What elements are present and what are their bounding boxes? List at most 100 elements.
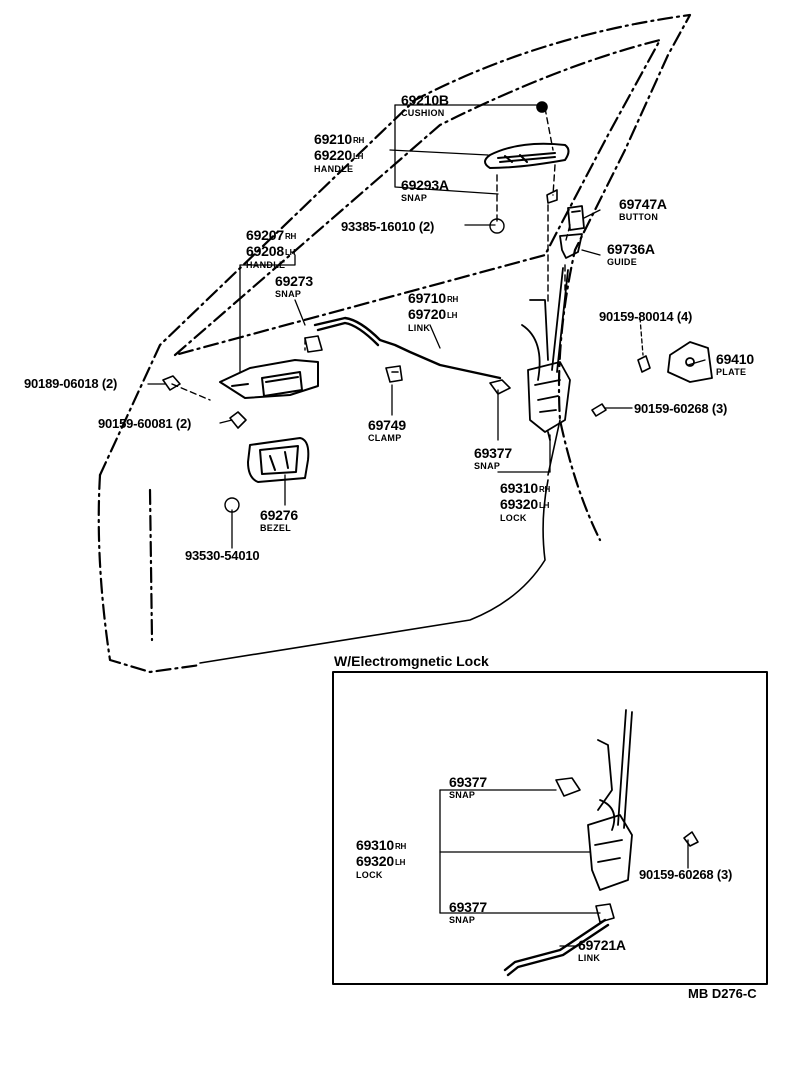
cushion-part-name: CUSHION <box>401 108 445 118</box>
plate-label: 69410 PLATE <box>716 351 754 378</box>
inset-link-label: 69721A LINK <box>578 937 626 964</box>
assembly-lines <box>171 107 571 401</box>
button-part-name: BUTTON <box>619 212 659 222</box>
screw-bezel-part-number: 93530-54010 <box>185 548 260 563</box>
inset-snap-top-part-number: 69377 <box>449 774 487 790</box>
inner-handle-number-rh: 69207 <box>246 227 284 243</box>
lh-suffix: LH <box>538 501 550 510</box>
screw-bezel-part <box>224 497 240 513</box>
inset-snap-bottom-part <box>595 903 615 923</box>
bezel-part <box>247 437 310 483</box>
inner-handle-number-lh: 69208 <box>246 243 284 259</box>
guide-part-name: GUIDE <box>607 257 638 267</box>
bezel-part-number: 69276 <box>260 507 298 523</box>
inset-screw-label: 90159-60268 (3) <box>639 867 732 882</box>
inset-title: W/Electromgnetic Lock <box>334 653 489 669</box>
inset-lock-part-name: LOCK <box>356 870 383 880</box>
rh-suffix: RH <box>352 136 365 145</box>
bezel-label: 69276 BEZEL <box>260 507 298 534</box>
lh-suffix: LH <box>284 248 296 257</box>
inset-snap-bottom-label: 69377 SNAP <box>449 899 487 926</box>
link-number-rh: 69710 <box>408 290 446 306</box>
plate-part-number: 69410 <box>716 351 754 367</box>
button-label: 69747A BUTTON <box>619 196 667 223</box>
inset-link-rod <box>503 918 610 977</box>
rh-suffix: RH <box>538 485 551 494</box>
snap-outer-label: 69293A SNAP <box>401 177 449 204</box>
screw-left-part <box>229 411 247 429</box>
cushion-part-number: 69210B <box>401 92 449 108</box>
nut-left-part <box>162 375 181 391</box>
lh-suffix: LH <box>352 152 364 161</box>
inner-handle <box>219 359 319 399</box>
snap-lock-part-name: SNAP <box>474 461 501 471</box>
clamp-part-number: 69749 <box>368 417 406 433</box>
link-number-lh: 69720 <box>408 306 446 322</box>
screw-plate-part <box>637 355 651 373</box>
cushion-label: 69210B CUSHION <box>401 92 449 119</box>
lock-part-name: LOCK <box>500 513 527 523</box>
screw-lock-part <box>591 403 607 417</box>
clamp-part <box>385 365 403 383</box>
snap-lock-part-number: 69377 <box>474 445 512 461</box>
outer-handle-number-rh: 69210 <box>314 131 352 147</box>
screw-left-label: 90159-60081 (2) <box>98 416 191 431</box>
lock-number-rh: 69310 <box>500 480 538 496</box>
inset-link-part-name: LINK <box>578 953 601 963</box>
snap-inner-part-number: 69273 <box>275 273 313 289</box>
guide-label: 69736A GUIDE <box>607 241 655 268</box>
clamp-label: 69749 CLAMP <box>368 417 406 444</box>
inner-handle-part-name: HANDLE <box>246 260 286 270</box>
nut-left-label: 90189-06018 (2) <box>24 376 117 391</box>
guide-part <box>559 233 583 259</box>
inner-handle-label: 69207RH 69208LH HANDLE <box>246 227 297 271</box>
inset-lock-assembly <box>587 709 633 891</box>
inset-snap-top-label: 69377 SNAP <box>449 774 487 801</box>
leader-lines <box>147 104 706 549</box>
inset-snap-top-part <box>555 777 581 797</box>
snap-outer-part-number: 69293A <box>401 177 449 193</box>
snap-inner-part-name: SNAP <box>275 289 302 299</box>
outer-handle-number-lh: 69220 <box>314 147 352 163</box>
door-outline <box>97 13 692 674</box>
screw-outer-label: 93385-16010 (2) <box>341 219 434 234</box>
drawing-code: MB D276-C <box>688 986 757 1001</box>
inset-lock-number-lh: 69320 <box>356 853 394 869</box>
lh-suffix: LH <box>394 858 406 867</box>
button-part <box>567 205 585 231</box>
screw-outer-part-number: 93385-16010 (2) <box>341 219 435 234</box>
link-rod <box>313 316 502 380</box>
outer-handle-label: 69210RH 69220LH HANDLE <box>314 131 365 175</box>
nut-left-part-number: 90189-06018 (2) <box>24 376 118 391</box>
inset-snap-bottom-part-number: 69377 <box>449 899 487 915</box>
plate-part <box>667 341 713 383</box>
plate-part-name: PLATE <box>716 367 747 377</box>
snap-inner-label: 69273 SNAP <box>275 273 313 300</box>
inset-lock-number-rh: 69310 <box>356 837 394 853</box>
button-part-number: 69747A <box>619 196 667 212</box>
screw-lock-part-number: 90159-60268 (3) <box>634 401 728 416</box>
screw-plate-label: 90159-80014 (4) <box>599 309 692 324</box>
inset-leader-lines <box>439 789 689 947</box>
rh-suffix: RH <box>284 232 297 241</box>
bezel-part-name: BEZEL <box>260 523 292 533</box>
rh-suffix: RH <box>394 842 407 851</box>
screw-left-part-number: 90159-60081 (2) <box>98 416 192 431</box>
screw-bezel-label: 93530-54010 <box>185 548 260 563</box>
snap-lock-label: 69377 SNAP <box>474 445 512 472</box>
screw-outer-part <box>489 218 505 234</box>
lock-number-lh: 69320 <box>500 496 538 512</box>
screw-lock-label: 90159-60268 (3) <box>634 401 727 416</box>
inset-screw-part-number: 90159-60268 (3) <box>639 867 733 882</box>
lh-suffix: LH <box>446 311 458 320</box>
outer-handle-part-name: HANDLE <box>314 164 354 174</box>
inset-screw-part <box>683 831 699 847</box>
cushion-part <box>536 101 548 113</box>
snap-outer-part-name: SNAP <box>401 193 428 203</box>
link-part-name: LINK <box>408 323 431 333</box>
guide-part-number: 69736A <box>607 241 655 257</box>
inset-link-part-number: 69721A <box>578 937 626 953</box>
rh-suffix: RH <box>446 295 459 304</box>
snap-outer-part <box>546 189 558 204</box>
